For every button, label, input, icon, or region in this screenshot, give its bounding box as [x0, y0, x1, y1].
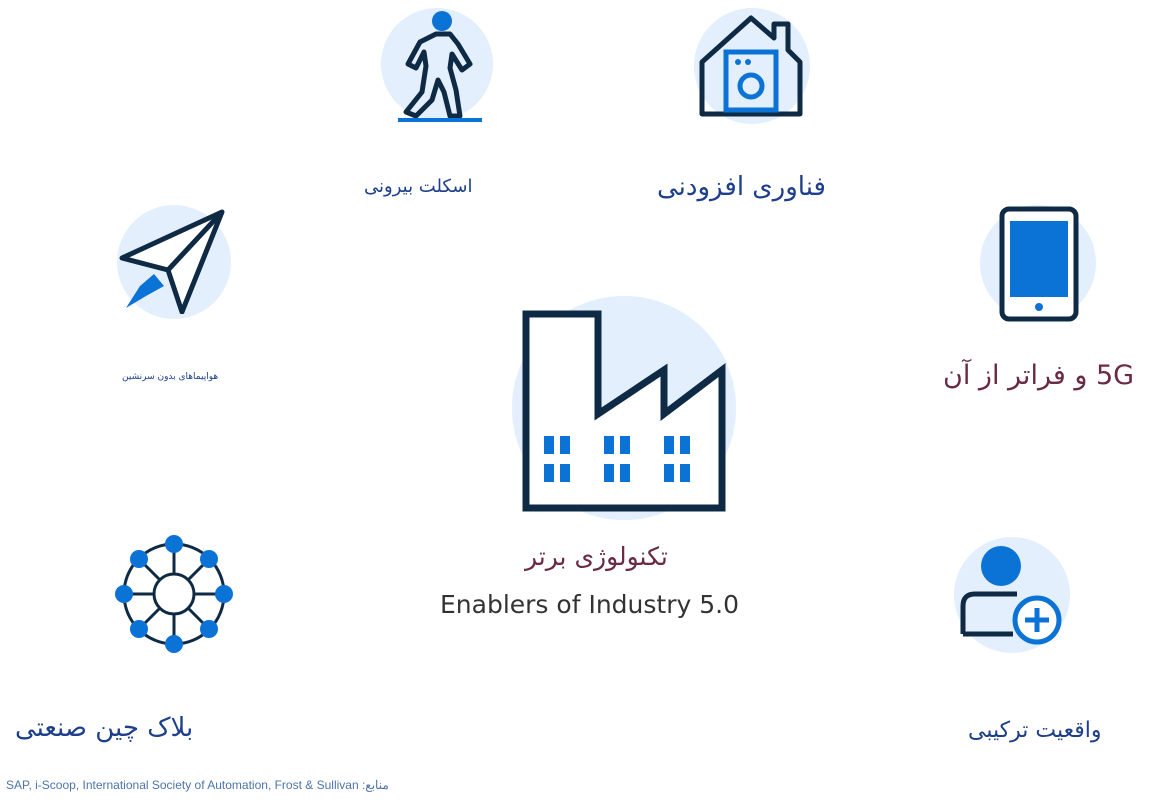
smart-home-icon — [699, 15, 803, 117]
paper-plane-icon — [119, 209, 225, 314]
factory-icon — [522, 310, 726, 512]
smartphone-icon — [999, 206, 1079, 322]
mixed-reality-label: واقعیت ترکیبی — [968, 718, 1102, 743]
center-title-fa: تکنولوژی برتر — [525, 542, 668, 571]
network-wheel-icon — [115, 535, 233, 653]
center-title-en: Enablers of Industry 5.0 — [440, 590, 739, 619]
drones-label: هواپیماهای بدون سرنشین — [122, 372, 219, 382]
augmentation-icon-circle — [694, 8, 810, 124]
exoskeleton-label: اسکلت بیرونی — [364, 176, 473, 197]
5g-label: 5G و فراتر از آن — [943, 360, 1135, 391]
augmentation-label: فناوری افزودنی — [657, 172, 826, 202]
walking-person-icon — [398, 11, 482, 122]
add-user-icon — [960, 546, 1062, 645]
blockchain-label: بلاک چین صنعتی — [15, 713, 194, 743]
sources-footnote: منابع: SAP, i-Scoop, International Socie… — [6, 778, 389, 792]
